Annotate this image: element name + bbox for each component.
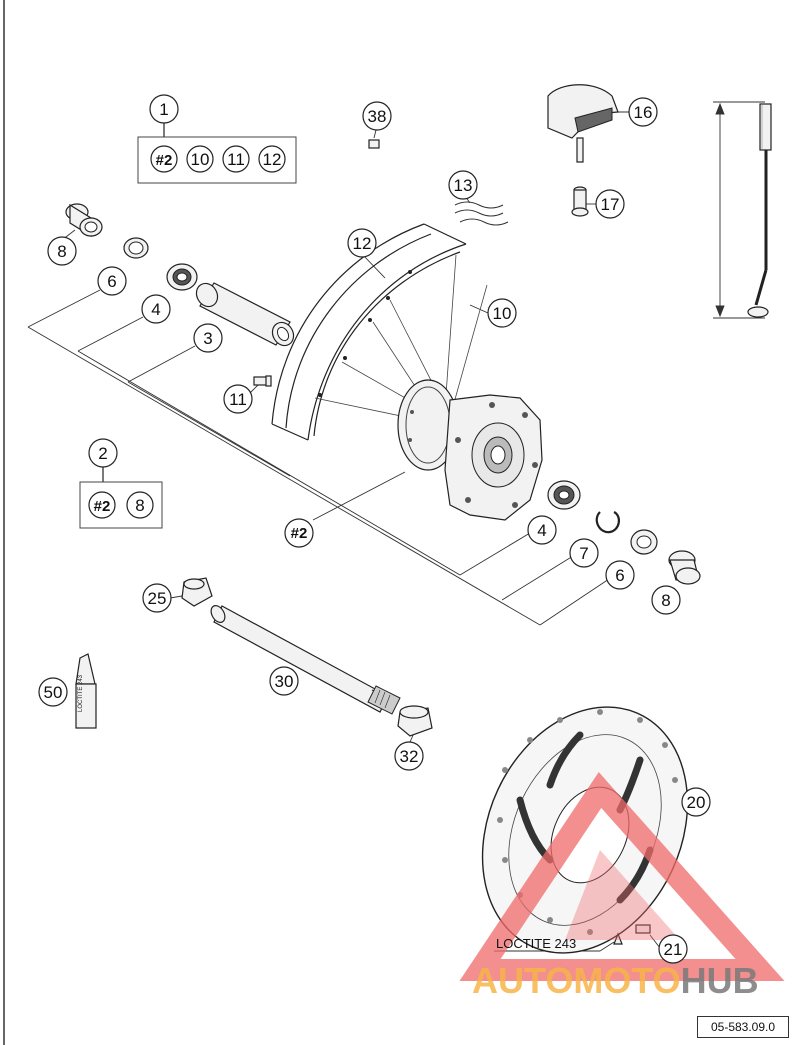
bushing-8-right bbox=[668, 550, 701, 585]
callout-13: 13 bbox=[454, 176, 473, 195]
nut-17 bbox=[571, 186, 589, 217]
circlip-7 bbox=[595, 511, 620, 534]
group1-item-4: 12 bbox=[263, 150, 282, 169]
spoke-dimension bbox=[713, 101, 765, 319]
rim-lock-16 bbox=[547, 84, 619, 163]
bottle-label: LOCTITE 243 bbox=[78, 674, 84, 712]
axle-30 bbox=[210, 605, 401, 715]
disc-bolt-21 bbox=[613, 924, 651, 945]
group2-item-2: 8 bbox=[135, 496, 144, 515]
group2-item-1: #2 bbox=[94, 498, 111, 515]
group1-item-1: #2 bbox=[156, 152, 173, 169]
callout-50: 50 bbox=[44, 683, 63, 702]
assembly-group-1: #2 10 11 12 bbox=[137, 123, 297, 184]
spoke-part bbox=[747, 103, 772, 318]
bearing-4-right bbox=[547, 480, 581, 510]
callout-7: 7 bbox=[579, 544, 588, 563]
rim-tape-13 bbox=[454, 201, 509, 226]
callout-6-right: 6 bbox=[615, 566, 624, 585]
spacer-6-right bbox=[630, 529, 658, 555]
callout-21: 21 bbox=[664, 940, 683, 959]
nut-25 bbox=[181, 577, 213, 607]
callout-25: 25 bbox=[148, 589, 167, 608]
callout-30: 30 bbox=[275, 672, 294, 691]
callout-11: 11 bbox=[229, 390, 247, 409]
callout-20: 20 bbox=[687, 793, 706, 812]
hub bbox=[397, 379, 543, 521]
assembly-group-2: #2 8 bbox=[79, 466, 163, 529]
callout-2: 2 bbox=[98, 444, 107, 463]
callouts: 1 38 16 13 17 12 8 6 4 10 3 11 2 #2 4 7 bbox=[38, 94, 711, 964]
callout-32: 32 bbox=[400, 747, 419, 766]
valve-cap-38 bbox=[368, 139, 380, 149]
spacer-6-left bbox=[123, 237, 149, 259]
watermark-text: AUTOMOTOHUB bbox=[472, 960, 759, 1001]
loctite-label: LOCTITE 243 bbox=[496, 936, 576, 951]
reference-code: 05-583.09.0 bbox=[697, 1016, 789, 1038]
watermark-logo bbox=[459, 772, 785, 981]
leader-lines bbox=[27, 111, 683, 952]
group1-item-3: 11 bbox=[227, 150, 245, 169]
callout-12: 12 bbox=[353, 234, 372, 253]
spokes-10 bbox=[314, 254, 488, 421]
callout-38: 38 bbox=[368, 107, 387, 126]
callout-16: 16 bbox=[634, 103, 653, 122]
callout-4-left: 4 bbox=[151, 300, 160, 319]
loctite-bottle-50: LOCTITE 243 bbox=[75, 653, 97, 729]
distance-sleeve-3 bbox=[195, 282, 295, 347]
callout-6-left: 6 bbox=[107, 272, 116, 291]
bushing-8-left bbox=[65, 203, 103, 238]
rim-12 bbox=[271, 223, 467, 441]
callout-3: 3 bbox=[203, 329, 212, 348]
axle-nut-32 bbox=[397, 705, 433, 737]
callout-4-right: 4 bbox=[537, 521, 546, 540]
callout-hash2: #2 bbox=[291, 525, 308, 542]
spoke-nipple-11 bbox=[253, 375, 272, 387]
callout-17: 17 bbox=[601, 195, 620, 214]
callout-10: 10 bbox=[493, 304, 512, 323]
callout-1: 1 bbox=[159, 100, 168, 119]
bearing-4-left bbox=[166, 263, 198, 291]
group1-item-2: 10 bbox=[191, 150, 210, 169]
callout-8-left: 8 bbox=[57, 242, 66, 261]
callout-8-right: 8 bbox=[661, 591, 670, 610]
